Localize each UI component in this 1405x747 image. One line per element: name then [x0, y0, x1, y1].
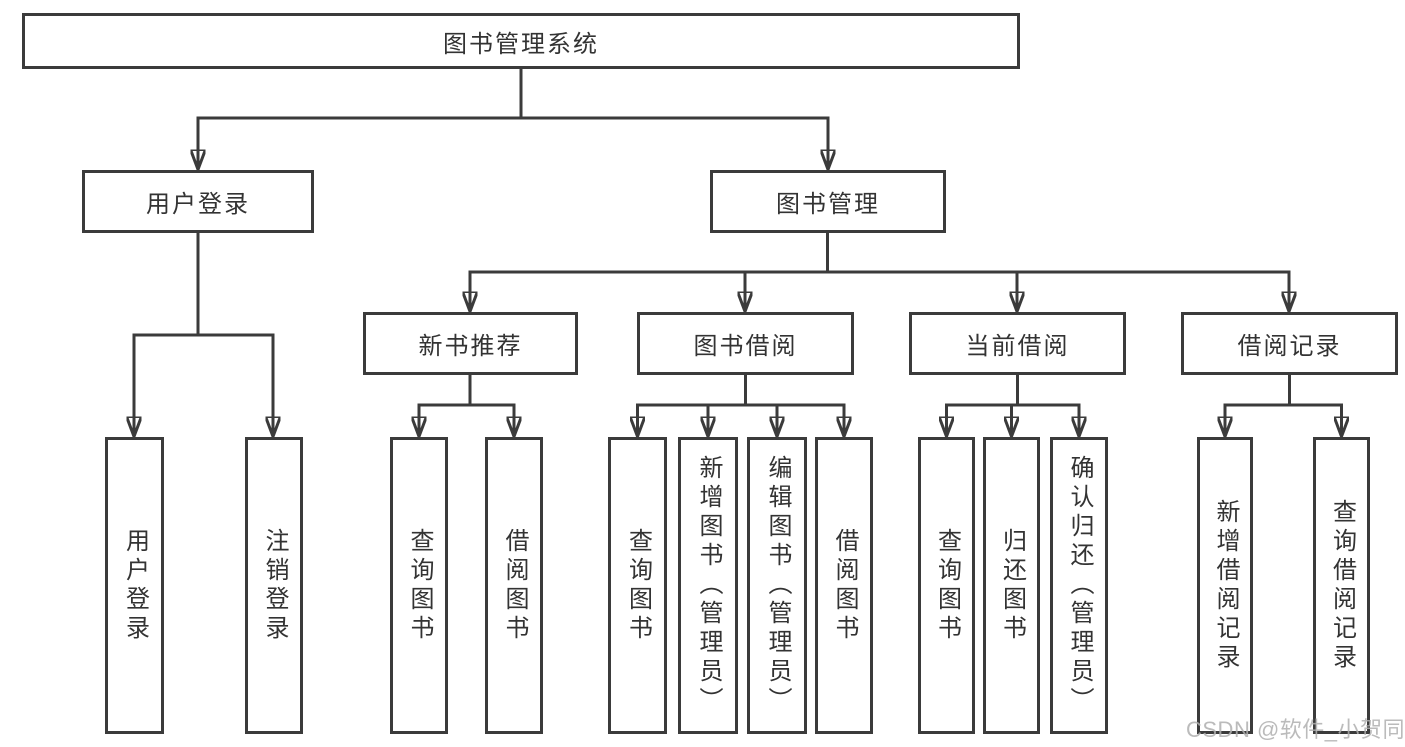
node-label: 用户登录: [146, 191, 250, 218]
node-label: 当前借阅: [965, 333, 1070, 360]
node-label: 新增图书（管理员）: [695, 455, 722, 716]
node-user-login: 用户登录: [82, 170, 314, 233]
node-label: 确认归还（管理员）: [1066, 455, 1093, 716]
node-label: 借阅记录: [1237, 333, 1342, 360]
node-user-login-leaf: 用户登录: [105, 437, 164, 734]
node-label: 新增借阅记录: [1212, 498, 1239, 673]
node-query-books-borrowing: 查询图书: [608, 437, 667, 734]
node-query-books-current: 查询图书: [918, 437, 975, 734]
node-book-management: 图书管理: [710, 170, 946, 233]
node-query-books-recommend: 查询图书: [390, 437, 448, 734]
node-logout: 注销登录: [245, 437, 303, 734]
node-add-borrowing-record: 新增借阅记录: [1197, 437, 1253, 734]
node-label: 借阅图书: [501, 527, 528, 644]
node-edit-books-admin: 编辑图书（管理员）: [747, 437, 807, 734]
node-add-books-admin: 新增图书（管理员）: [678, 437, 738, 734]
node-label: 借阅图书: [831, 527, 858, 644]
node-new-book-recommendation: 新书推荐: [363, 312, 578, 375]
node-label: 查询图书: [624, 527, 652, 644]
node-borrow-books: 借阅图书: [815, 437, 873, 734]
node-current-borrowing: 当前借阅: [909, 312, 1126, 375]
node-confirm-return-admin: 确认归还（管理员）: [1050, 437, 1108, 734]
node-library-management-system: 图书管理系统: [22, 13, 1020, 69]
node-borrowing-records: 借阅记录: [1181, 312, 1398, 375]
node-label: 新书推荐: [418, 333, 523, 360]
node-label: 归还图书: [998, 527, 1026, 644]
node-label: 编辑图书（管理员）: [764, 455, 791, 716]
node-query-borrowing-record: 查询借阅记录: [1313, 437, 1370, 734]
node-label: 用户登录: [121, 527, 149, 644]
node-label: 图书管理: [776, 191, 880, 218]
node-borrow-books-recommend: 借阅图书: [485, 437, 543, 734]
csdn-watermark: CSDN @软件_小贺同学: [1186, 717, 1405, 742]
node-label: 查询图书: [406, 527, 433, 644]
node-label: 图书管理系统: [443, 30, 599, 58]
node-label: 注销登录: [261, 527, 288, 644]
node-book-borrowing: 图书借阅: [637, 312, 854, 375]
node-return-books: 归还图书: [983, 437, 1040, 734]
node-label: 查询借阅记录: [1328, 498, 1356, 673]
node-label: 图书借阅: [693, 333, 798, 360]
node-label: 查询图书: [933, 527, 961, 644]
